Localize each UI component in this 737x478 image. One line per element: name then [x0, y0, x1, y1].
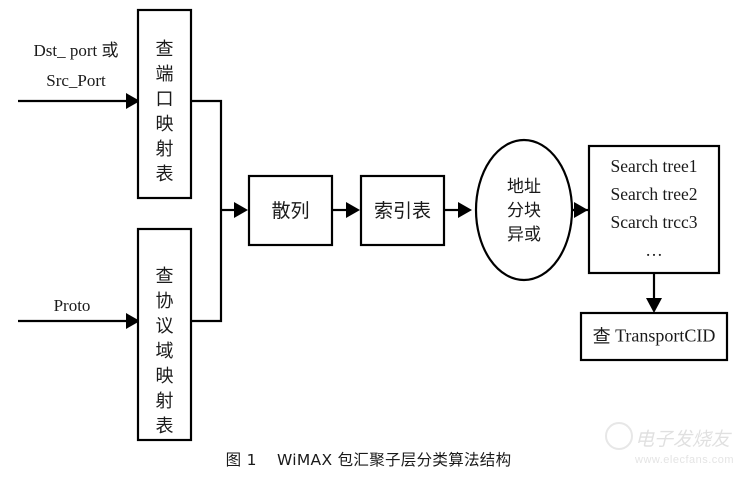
svg-text:射: 射: [156, 139, 174, 160]
svg-text:端: 端: [156, 64, 174, 85]
svg-text:查: 查: [156, 266, 174, 287]
node-proto-map-table-label: 查 协 议 域 映 射 表: [156, 266, 174, 437]
node-hash-label: 散列: [271, 200, 309, 222]
node-proto-map-table[interactable]: [136, 227, 193, 442]
input-arrow-port: [18, 93, 140, 109]
node-transport-cid[interactable]: [579, 311, 729, 362]
arrowhead-icon: [126, 93, 140, 109]
connector-index-to-xor: [444, 202, 472, 218]
svg-text:查: 查: [156, 39, 174, 60]
arrowhead-icon: [346, 202, 360, 218]
connector-xor-to-trees: [572, 202, 588, 218]
input-label-port-line2: Src_Port: [46, 71, 106, 90]
node-address-block-xor-label: 地址 分块 异或: [507, 177, 541, 245]
svg-text:表: 表: [156, 164, 174, 185]
svg-text:Search tree1: Search tree1: [611, 156, 698, 176]
figure-caption-index: 图 1: [225, 451, 257, 469]
svg-text:…: …: [645, 240, 663, 260]
svg-text:口: 口: [156, 89, 174, 110]
svg-text:异或: 异或: [507, 225, 541, 245]
svg-text:映: 映: [156, 114, 174, 135]
node-port-map-table[interactable]: [136, 8, 193, 200]
svg-text:Search tree2: Search tree2: [611, 184, 698, 204]
input-label-port-line1: Dst_ port 或: [34, 41, 119, 60]
node-index-table-label: 索引表: [374, 200, 431, 222]
merge-connector-bus: [191, 99, 248, 323]
arrowhead-icon: [234, 202, 248, 218]
svg-text:地址: 地址: [507, 177, 541, 197]
svg-text:射: 射: [156, 391, 174, 412]
connector-trees-to-cid: [646, 273, 662, 313]
node-search-trees-label: Search tree1 Search tree2 Scarch trcc3 …: [611, 156, 698, 260]
input-arrow-proto: [18, 313, 140, 329]
node-search-trees[interactable]: [587, 144, 721, 275]
svg-text:分块: 分块: [507, 201, 541, 221]
svg-text:域: 域: [156, 341, 174, 362]
arrowhead-icon: [126, 313, 140, 329]
svg-text:Scarch trcc3: Scarch trcc3: [611, 212, 698, 232]
svg-text:映: 映: [156, 366, 174, 387]
svg-text:表: 表: [156, 416, 174, 437]
figure-caption: 图 1 WiMAX 包汇聚子层分类算法结构: [0, 448, 737, 470]
node-hash[interactable]: [247, 174, 334, 247]
arrowhead-icon: [574, 202, 588, 218]
svg-text:协: 协: [156, 291, 174, 312]
arrowhead-icon: [458, 202, 472, 218]
connector-hash-to-index: [332, 202, 360, 218]
node-transport-cid-label: 查 TransportCID: [593, 326, 716, 348]
figure-caption-text: WiMAX 包汇聚子层分类算法结构: [276, 451, 512, 469]
node-port-map-table-label: 查 端 口 映 射 表: [156, 39, 174, 185]
input-label-proto: Proto: [54, 296, 91, 315]
svg-text:议: 议: [156, 316, 174, 337]
arrowhead-icon: [646, 298, 662, 313]
